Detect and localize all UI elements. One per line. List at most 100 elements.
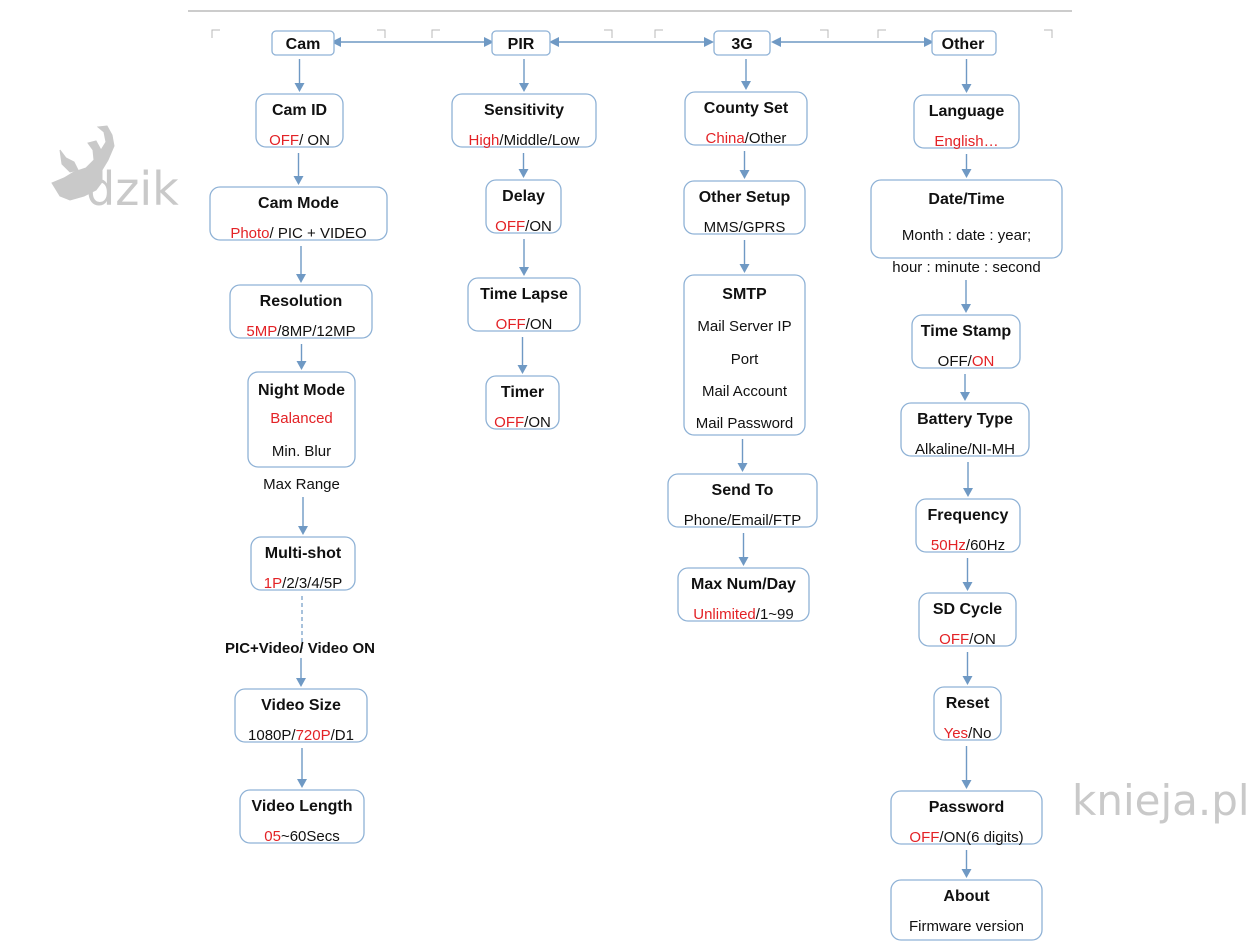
node-box — [234, 688, 368, 743]
option-value: ~60Secs — [281, 828, 340, 845]
node-box — [890, 879, 1043, 941]
node-box — [467, 277, 581, 332]
header-box — [271, 30, 335, 56]
header-cam[interactable]: Cam — [271, 30, 335, 56]
node-title: Delay — [502, 188, 545, 205]
video-mode-note: PIC+Video/ Video ON — [225, 640, 375, 657]
arrow-other-2 — [961, 280, 971, 313]
node-title: Resolution — [260, 293, 343, 310]
node-box — [229, 284, 373, 339]
node-title: Max Num/Day — [691, 576, 796, 593]
default-value: 1P — [264, 575, 282, 592]
option-value: /D1 — [331, 727, 354, 744]
option-value: /ON — [524, 414, 551, 431]
node-value-line: Firmware version — [909, 918, 1024, 935]
option-value: Firmware version — [909, 918, 1024, 935]
arrow-3g-0 — [741, 59, 751, 90]
node-value-line: Alkaline/NI-MH — [915, 441, 1015, 458]
node-title: Night Mode — [258, 382, 345, 399]
menu-node-language[interactable]: LanguageEnglish… — [913, 94, 1020, 150]
node-value-line: Balanced — [270, 410, 333, 427]
option-value: Port — [731, 351, 759, 368]
option-value: /Other — [745, 130, 787, 147]
node-title: Other Setup — [699, 189, 791, 206]
option-value: 1080P/ — [248, 727, 296, 744]
option-value: /ON(6 digits) — [939, 829, 1023, 846]
node-title: SD Cycle — [933, 601, 1002, 618]
option-value: OFF/ — [938, 353, 973, 370]
header-pir[interactable]: PIR — [491, 30, 551, 56]
watermark-right: knieja.pl — [1072, 776, 1250, 825]
node-value-line: Mail Password — [696, 415, 794, 432]
node-value-line: Mail Server IP — [697, 318, 791, 335]
node-value-line: 05~60Secs — [264, 828, 339, 845]
node-box — [255, 93, 344, 148]
node-box — [239, 789, 365, 844]
node-title: Language — [929, 103, 1005, 120]
node-box — [915, 498, 1021, 553]
node-value-line: 1080P/720P/D1 — [248, 727, 354, 744]
node-title: Video Size — [261, 697, 341, 714]
option-value: Max Range — [263, 476, 340, 493]
header-other[interactable]: Other — [931, 30, 997, 56]
node-value-line: 5MP/8MP/12MP — [246, 323, 355, 340]
option-value: Mail Password — [696, 415, 794, 432]
arrow-cam-0 — [294, 59, 305, 92]
arrow-other-4 — [963, 462, 973, 497]
option-value: /Middle/Low — [499, 132, 579, 149]
arrow-other-5 — [962, 558, 973, 591]
option-value: /60Hz — [966, 537, 1005, 554]
menu-node-resolution[interactable]: Resolution 5MP/8MP/12MP — [229, 284, 373, 340]
arrow-pir-2 — [519, 239, 529, 276]
default-value: OFF — [494, 414, 524, 431]
menu-node-video-size[interactable]: Video Size 1080P/720P/D1 — [234, 688, 368, 744]
option-value: /8MP/12MP — [277, 323, 355, 340]
node-box — [911, 314, 1021, 369]
node-title: Battery Type — [917, 411, 1013, 428]
node-title: Timer — [501, 384, 544, 401]
header-label: 3G — [731, 36, 752, 53]
option-value: /ON — [969, 631, 996, 648]
node-value-line: OFF/ON — [939, 631, 996, 648]
node-title: Time Stamp — [921, 323, 1012, 340]
node-box — [933, 686, 1002, 741]
node-value-line: Unlimited/1~99 — [693, 606, 794, 623]
default-value: Photo — [230, 225, 269, 242]
default-value: OFF — [269, 132, 299, 149]
node-box — [247, 371, 356, 468]
node-value-line: OFF/ON — [495, 218, 552, 235]
header-3g[interactable]: 3G — [713, 30, 771, 56]
node-title: County Set — [704, 100, 789, 117]
arrow-pir-0 — [519, 59, 529, 92]
decorative-corners — [211, 29, 1053, 38]
node-value-line: China/Other — [706, 130, 787, 147]
arrow-cam-6 — [297, 748, 307, 788]
node-title: Cam ID — [272, 102, 327, 119]
column-headers: Cam PIR 3G Other — [271, 30, 997, 56]
node-box — [250, 536, 356, 591]
node-box — [913, 94, 1020, 149]
